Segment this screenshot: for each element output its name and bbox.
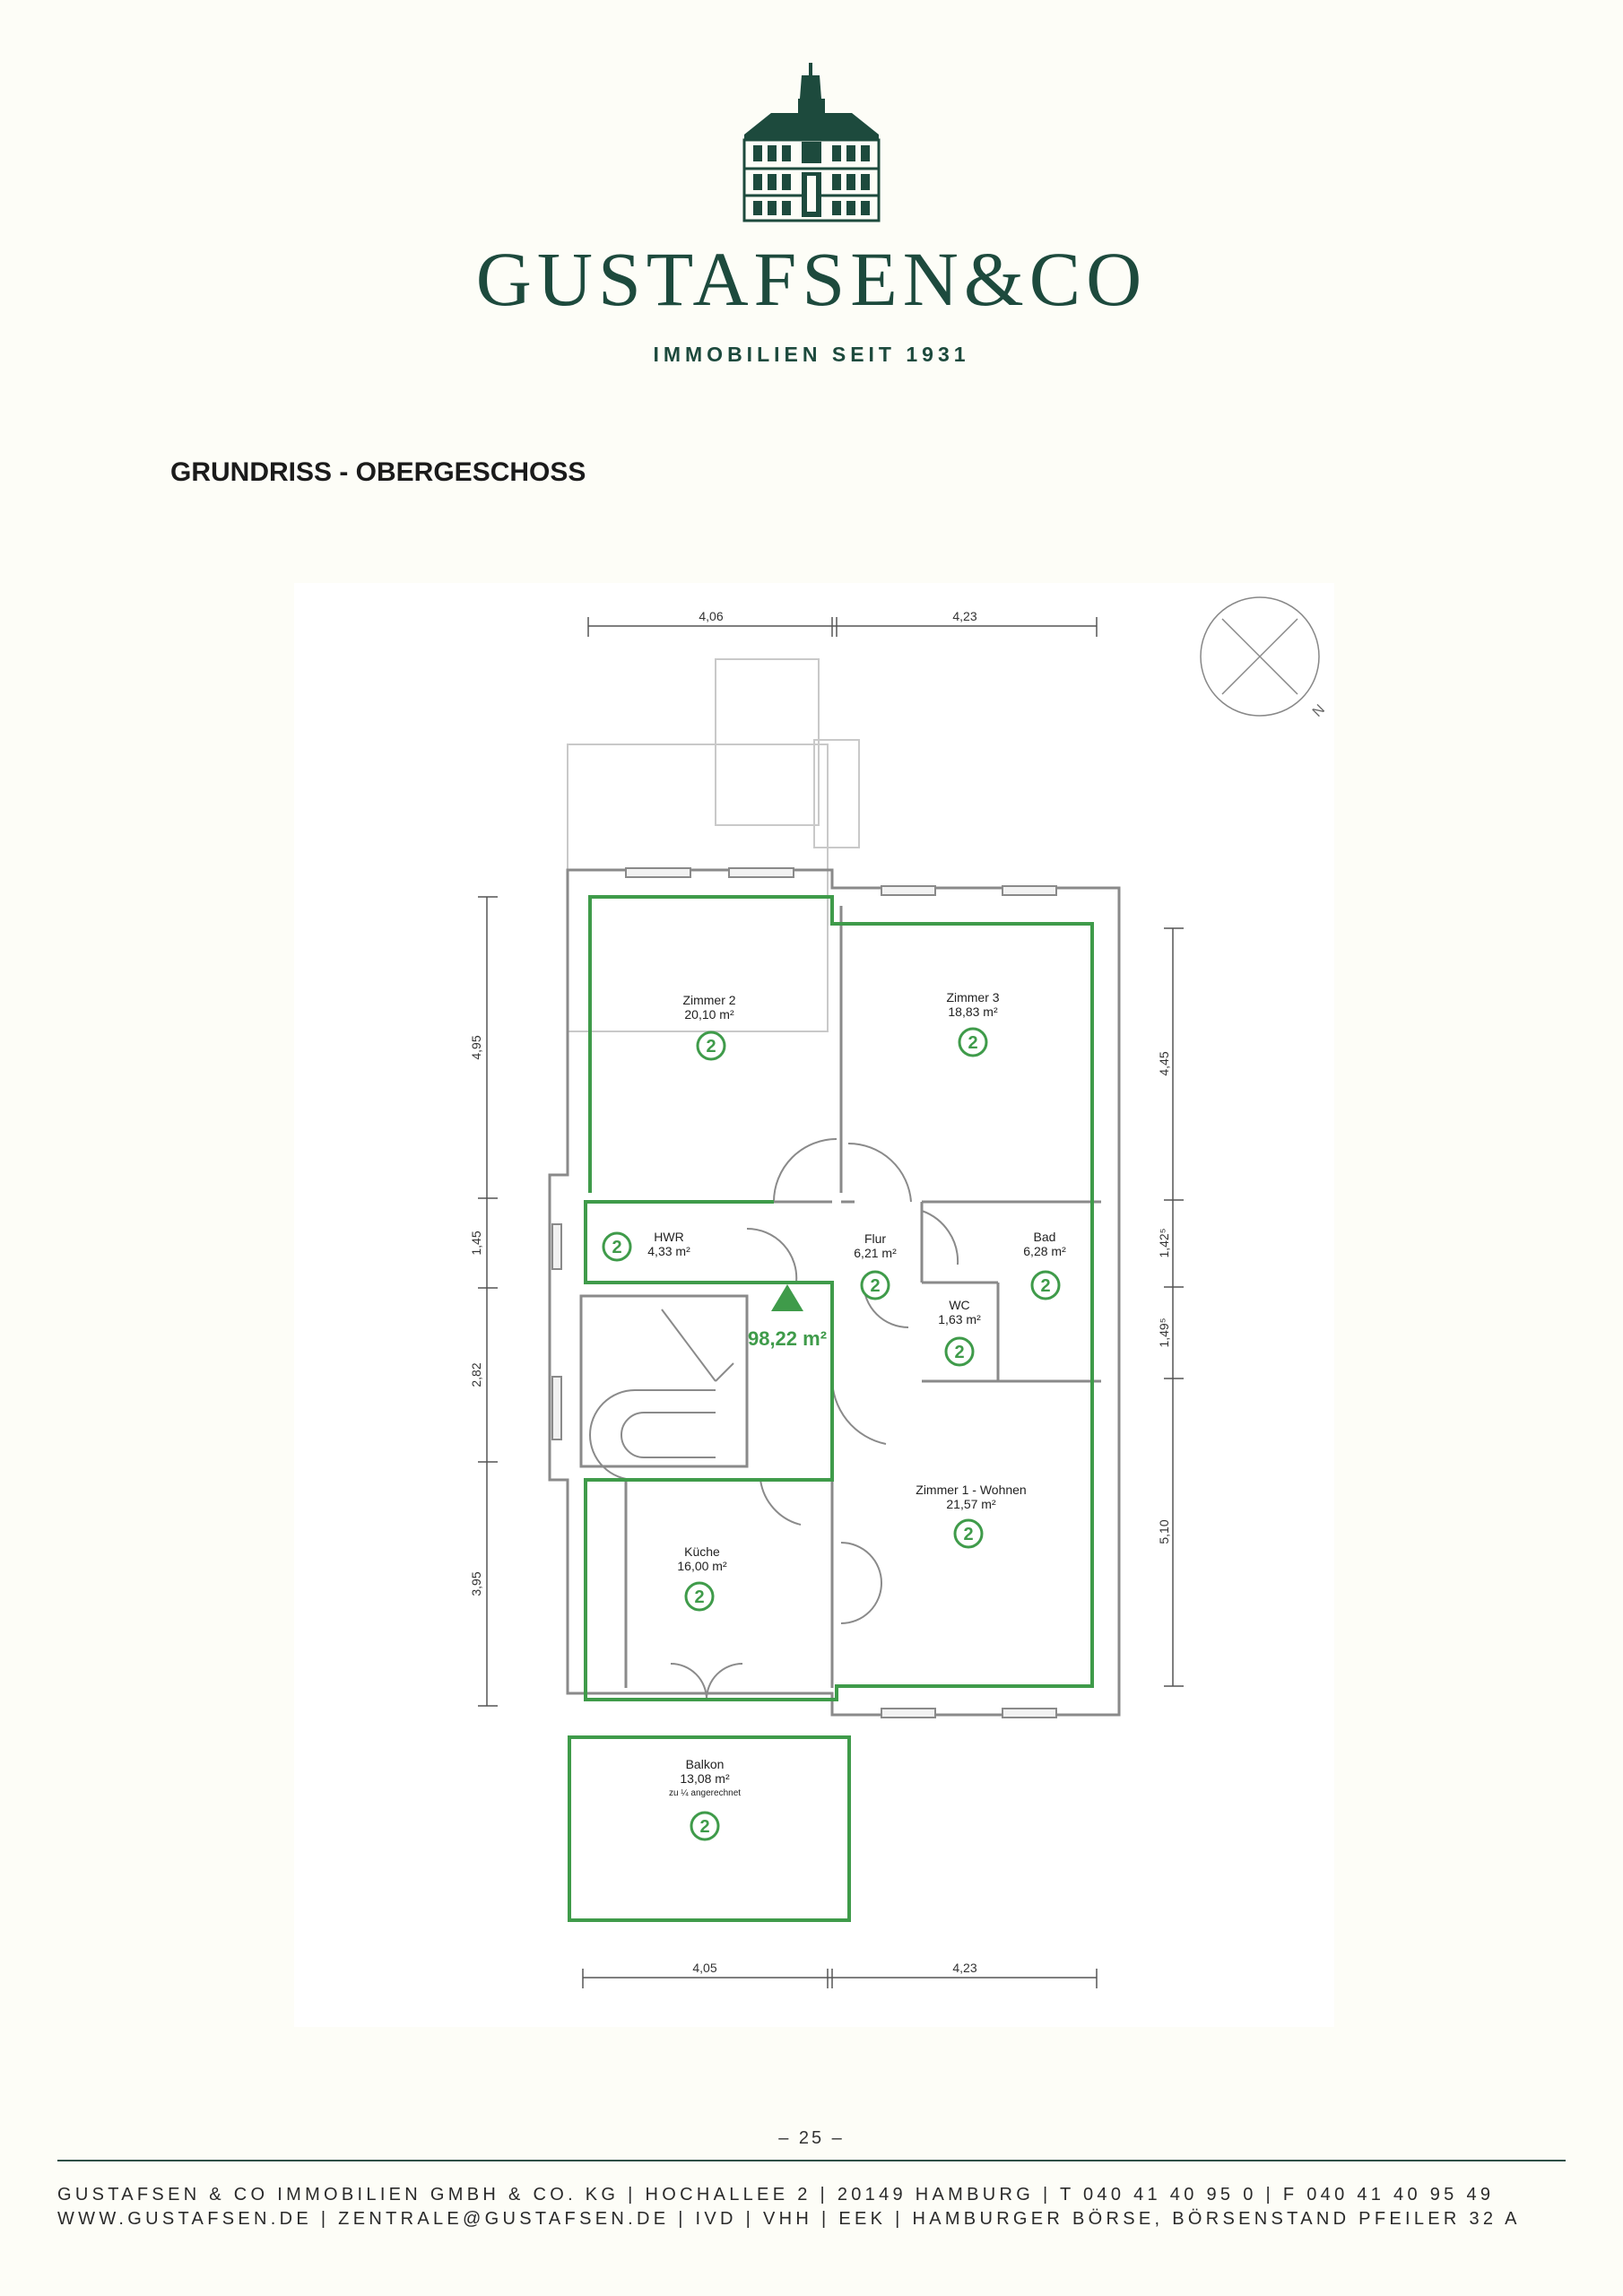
total-area-marker-icon: [771, 1284, 803, 1311]
dim-right-2: 1,42⁵: [1157, 1228, 1171, 1257]
room-name: Flur: [864, 1231, 886, 1246]
dim-left-3: 2,82: [469, 1362, 483, 1387]
dim-left-1: 4,95: [469, 1035, 483, 1059]
logo-block: GUSTAFSEN&CO IMMOBILIEN SEIT 1931: [0, 63, 1623, 367]
dim-top-right: 4,23: [952, 609, 976, 623]
footer-company-line: GUSTAFSEN & CO IMMOBILIEN GMBH & CO. KG …: [57, 2185, 1495, 2205]
dim-right-3: 1,49⁵: [1157, 1318, 1171, 1347]
room-badge-labels: 2 2 2 2 2 2 2 2 2: [612, 1033, 1050, 1837]
page-number: – 25 –: [778, 2128, 845, 2148]
room-badges: [602, 1027, 1061, 1841]
room-area: 6,21 m²: [854, 1246, 897, 1260]
room-badge: 2: [706, 1037, 716, 1057]
dimension-lines: [478, 617, 1184, 1988]
staircase: [589, 1309, 734, 1481]
total-area: 98,22 m²: [748, 1327, 827, 1350]
room-badge: 2: [870, 1276, 880, 1296]
room-badge: 2: [612, 1238, 621, 1257]
room-outlines: [568, 895, 1094, 1922]
room-area: 16,00 m²: [677, 1559, 727, 1573]
room-name: HWR: [654, 1230, 683, 1244]
room-badge: 2: [963, 1525, 973, 1544]
room-note: zu ¼ angerechnet: [669, 1787, 741, 1798]
room-name: Zimmer 2: [682, 993, 735, 1007]
room-area: 18,83 m²: [948, 1004, 998, 1019]
footer-divider: [57, 2160, 1566, 2161]
brand-tagline: IMMOBILIEN SEIT 1931: [653, 343, 970, 366]
room-area: 1,63 m²: [938, 1312, 981, 1326]
building-logo-icon: [742, 63, 881, 222]
compass-icon: [1200, 596, 1320, 717]
dim-right-4: 5,10: [1157, 1519, 1171, 1544]
room-badge: 2: [968, 1033, 977, 1053]
room-name: Küche: [684, 1544, 720, 1559]
page-title: GRUNDRISS - OBERGESCHOSS: [170, 457, 586, 487]
room-area: 13,08 m²: [680, 1771, 730, 1786]
room-badge: 2: [699, 1817, 709, 1837]
dim-bottom-left: 4,05: [692, 1961, 716, 1975]
room-name: Bad: [1034, 1230, 1056, 1244]
floorplan-drawing: 4,06 4,23 4,05 4,23 4,95 1,45 2,82 3,95 …: [294, 583, 1334, 2027]
dim-top-left: 4,06: [699, 609, 723, 623]
room-labels: Zimmer 2 20,10 m² Zimmer 3 18,83 m² HWR …: [647, 990, 1066, 1798]
room-badge: 2: [694, 1587, 704, 1607]
room-name: WC: [949, 1298, 969, 1312]
footer-contact-line: WWW.GUSTAFSEN.DE | ZENTRALE@GUSTAFSEN.DE…: [57, 2209, 1521, 2229]
dim-right-1: 4,45: [1157, 1051, 1171, 1075]
footer: GUSTAFSEN & CO IMMOBILIEN GMBH & CO. KG …: [57, 2183, 1566, 2231]
room-name: Zimmer 3: [946, 990, 999, 1004]
room-area: 21,57 m²: [946, 1497, 996, 1511]
room-area: 6,28 m²: [1023, 1244, 1066, 1258]
room-area: 4,33 m²: [647, 1244, 690, 1258]
dim-left-2: 1,45: [469, 1231, 483, 1255]
room-area: 20,10 m²: [684, 1007, 734, 1022]
windows: [551, 867, 1057, 1718]
brand-name: GUSTAFSEN&CO: [475, 236, 1148, 322]
room-badge: 2: [1040, 1276, 1050, 1296]
room-name: Zimmer 1 - Wohnen: [916, 1483, 1026, 1497]
dim-bottom-right: 4,23: [952, 1961, 976, 1975]
room-badge: 2: [954, 1343, 964, 1362]
dim-left-4: 3,95: [469, 1571, 483, 1596]
room-name: Balkon: [686, 1757, 725, 1771]
dimension-labels: 4,06 4,23 4,05 4,23 4,95 1,45 2,82 3,95 …: [469, 609, 1171, 1975]
